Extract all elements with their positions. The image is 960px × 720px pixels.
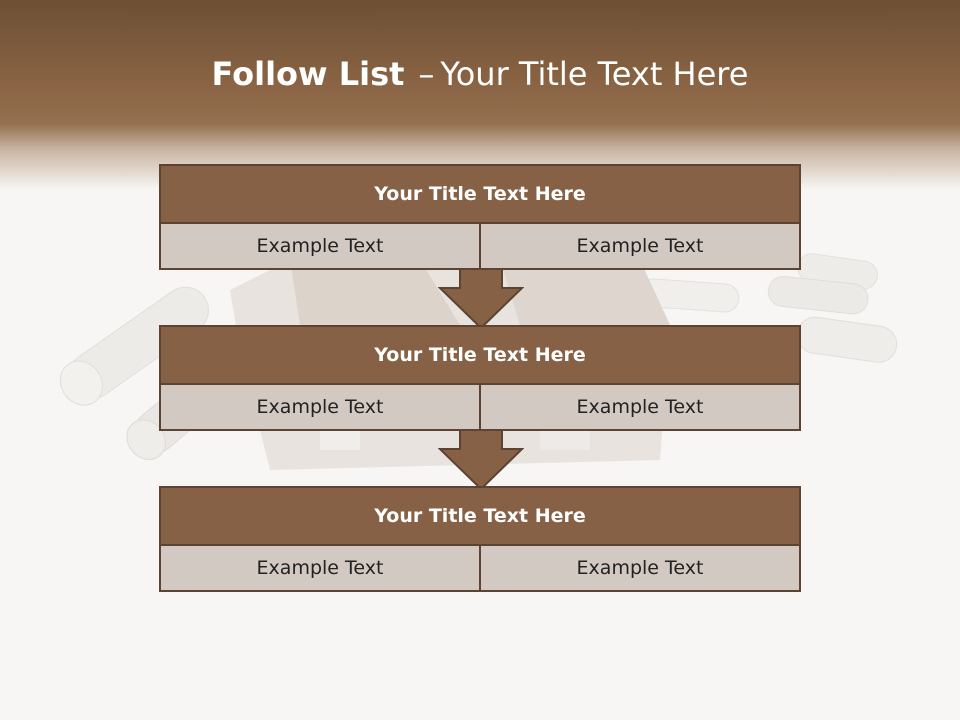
slide-title-rest: Your Title Text Here (440, 55, 749, 93)
down-arrow-icon (438, 429, 524, 491)
step-block-3: Your Title Text Here Example Text Exampl… (159, 486, 801, 592)
slide-title: Follow List–Your Title Text Here (0, 55, 960, 93)
step-block-1: Your Title Text Here Example Text Exampl… (159, 164, 801, 270)
step-title: Your Title Text Here (161, 488, 799, 544)
step-cell-left: Example Text (161, 546, 479, 590)
step-cell-left: Example Text (161, 224, 479, 268)
down-arrow-icon (438, 268, 524, 330)
step-cell-right: Example Text (481, 546, 799, 590)
slide-title-separator: – (418, 55, 435, 93)
step-title: Your Title Text Here (161, 166, 799, 222)
slide-title-bold: Follow List (211, 55, 405, 93)
step-cell-right: Example Text (481, 385, 799, 429)
step-block-2: Your Title Text Here Example Text Exampl… (159, 325, 801, 431)
step-cell-right: Example Text (481, 224, 799, 268)
step-cell-left: Example Text (161, 385, 479, 429)
step-title: Your Title Text Here (161, 327, 799, 383)
header-band (0, 0, 960, 190)
